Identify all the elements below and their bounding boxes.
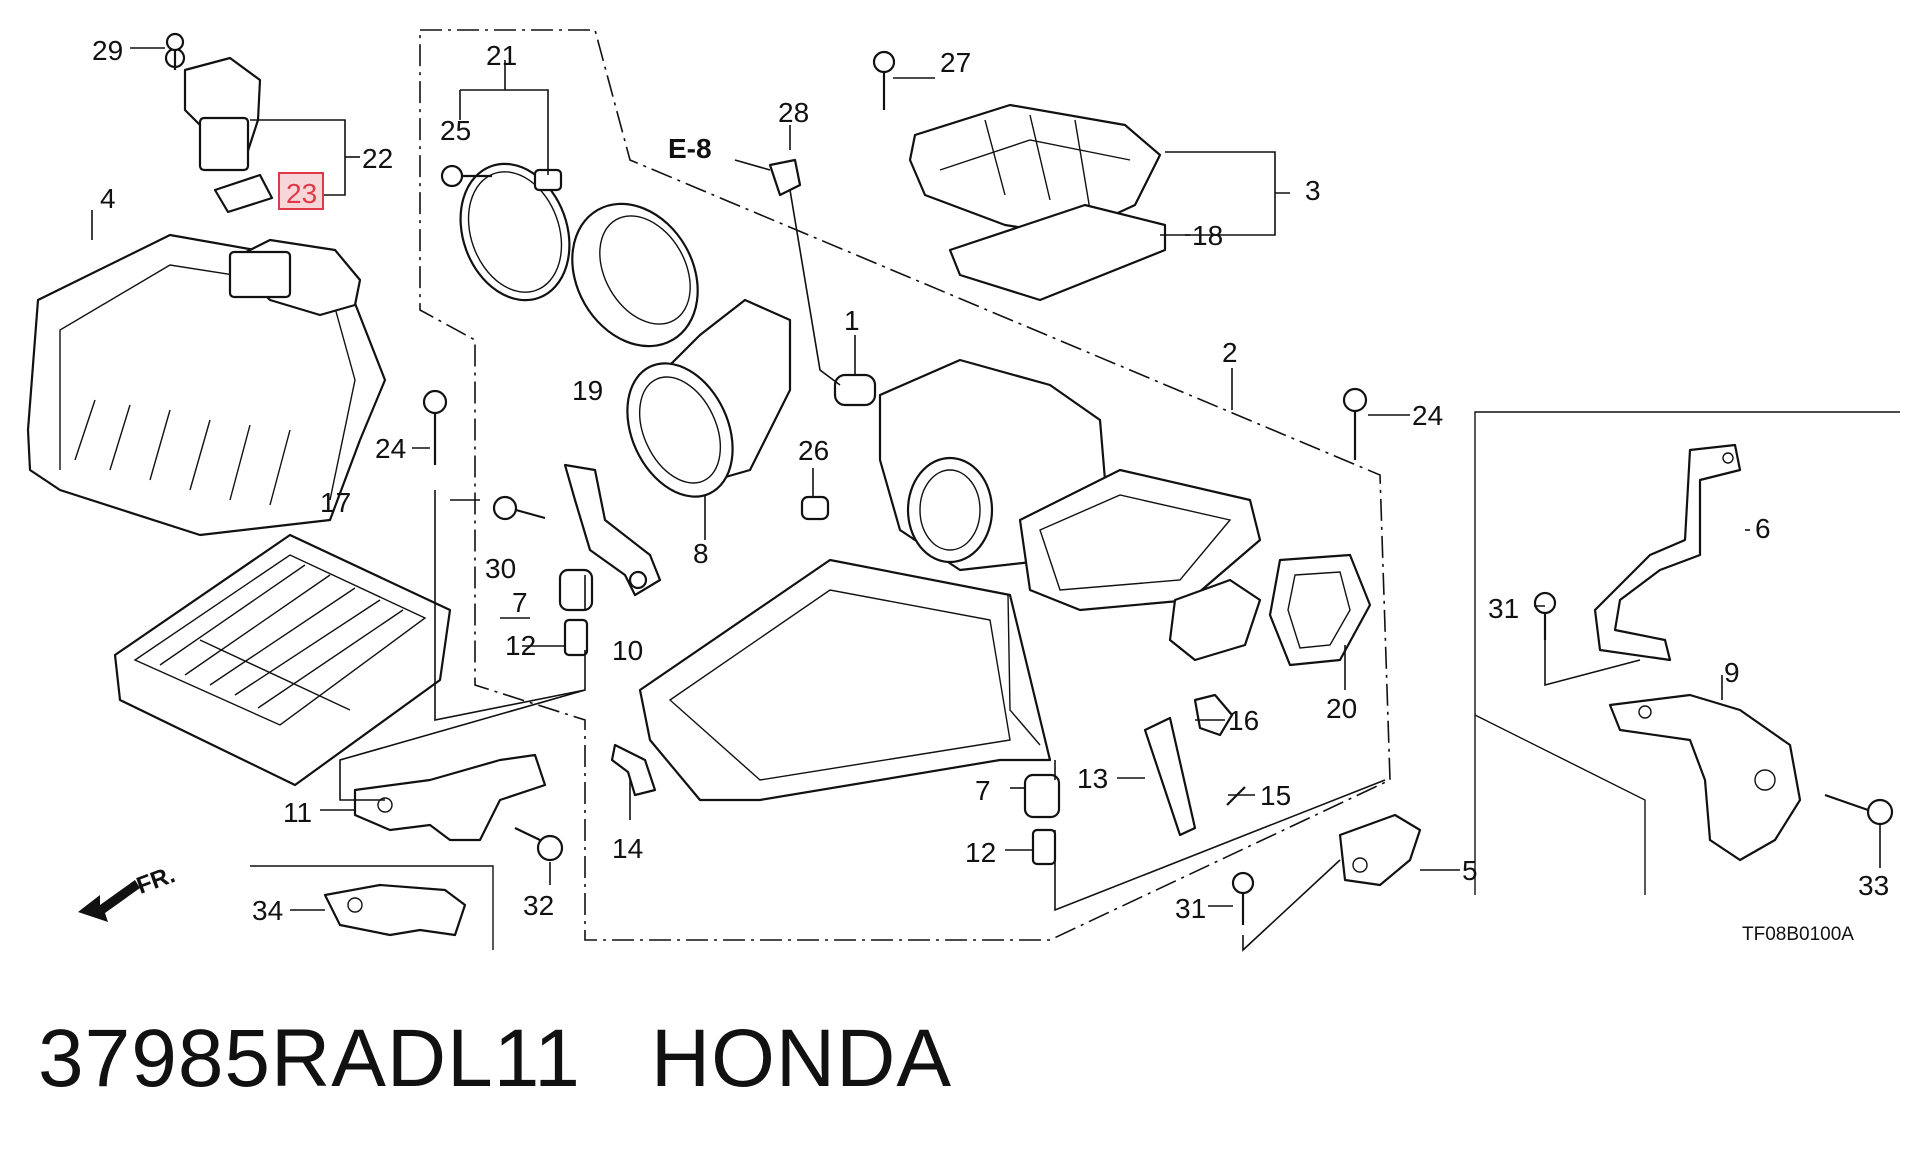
front-marker-label: FR.: [133, 861, 179, 900]
part-7-lower-grommet: [1023, 773, 1061, 819]
callout-18: 18: [1192, 220, 1223, 251]
callout-30: 30: [485, 553, 516, 584]
highlight-23-box: [278, 172, 324, 210]
bolt-32: [514, 827, 564, 862]
part-12-upper-collar: [563, 618, 589, 657]
part-20-duct-seal: [1268, 553, 1372, 667]
callout-22: 22: [362, 143, 393, 174]
callout-29: 29: [92, 35, 123, 66]
part-21-clamp: [459, 162, 571, 302]
callout-12-lower: 12: [965, 837, 996, 868]
callout-28: 28: [778, 97, 809, 128]
callout-31-right: 31: [1488, 593, 1519, 624]
part-1-grommet: [833, 373, 877, 407]
callout-15: 15: [1260, 780, 1291, 811]
callout-labels: 29 22 23 4 21 25 E-8 28 27 3 18 19 1 2 2…: [92, 35, 1889, 945]
callout-34: 34: [252, 895, 283, 926]
callout-27: 27: [940, 47, 971, 78]
group-outline-main: [419, 29, 1391, 941]
front-arrow-icon: [78, 880, 140, 922]
callout-25: 25: [440, 115, 471, 146]
callout-9: 9: [1724, 657, 1740, 688]
part-13-strap: [1143, 716, 1197, 837]
part-11-bracket: [353, 753, 547, 842]
diagram-code: TF08B0100A: [1742, 924, 1854, 945]
callout-31-bottom: 31: [1175, 893, 1206, 924]
bolt-27: [872, 50, 896, 110]
callout-24-right: 24: [1412, 400, 1443, 431]
callout-26: 26: [798, 435, 829, 466]
callout-6: 6: [1755, 513, 1771, 544]
part-14-clip: [610, 743, 657, 797]
part-26-grommet: [800, 495, 830, 521]
part-12-lower-collar: [1031, 828, 1057, 866]
bolt-31-right: [1533, 591, 1557, 640]
front-arrow: FR.: [78, 861, 179, 922]
brand-name: HONDA: [650, 1013, 953, 1104]
part-34-bracket: [323, 883, 467, 937]
part-4-housing-cover: [26, 233, 387, 537]
bolt-33: [1824, 793, 1894, 826]
part-15-pin: [1226, 786, 1246, 806]
callout-5: 5: [1462, 855, 1478, 886]
part-6-stay: [1593, 443, 1742, 662]
callout-24-left: 24: [375, 433, 406, 464]
part-16-clip: [1193, 693, 1234, 737]
callout-1: 1: [844, 305, 860, 336]
part-7-upper-grommet: [558, 568, 594, 612]
callout-4: 4: [100, 183, 116, 214]
part-5-bracket: [1338, 813, 1422, 887]
callout-10: 10: [612, 635, 643, 666]
callout-23: 23: [286, 178, 317, 209]
callout-reference-e8: E-8: [668, 133, 712, 164]
bolt-25: [440, 164, 492, 188]
bolt-24-right: [1342, 387, 1368, 460]
part-3-resonator-cover: [908, 103, 1167, 302]
callout-12-upper: 12: [505, 630, 536, 661]
callout-16: 16: [1228, 705, 1259, 736]
part-number: 37985RADL11: [38, 1013, 581, 1104]
bolt-24-left: [422, 389, 448, 465]
callout-8: 8: [693, 538, 709, 569]
bolt-30: [492, 495, 546, 521]
callout-14: 14: [612, 833, 643, 864]
callout-7-lower: 7: [975, 775, 991, 806]
callout-32: 32: [523, 890, 554, 921]
callout-21: 21: [486, 40, 517, 71]
leader-lines: [91, 47, 1881, 952]
bolt-29: [165, 32, 185, 70]
part-10-bracket: [563, 463, 662, 597]
part-8-intake-duct: [626, 298, 792, 498]
part-2-housing-case: [638, 358, 1262, 802]
part-22-sensor: [164, 47, 274, 214]
callout-7-upper: 7: [512, 587, 528, 618]
callout-33: 33: [1858, 870, 1889, 901]
group-outline-right-angle: [1474, 714, 1646, 895]
bolt-31-bottom: [1231, 871, 1255, 925]
part-19-duct-seal: [571, 202, 699, 348]
part-9-bracket: [1608, 693, 1802, 862]
callout-2: 2: [1222, 337, 1238, 368]
part-caption: 37985RADL11 HONDA: [38, 1012, 1022, 1106]
group-outline-bottom-left: [250, 865, 494, 950]
part-28-clip: [768, 158, 802, 197]
callout-19: 19: [572, 375, 603, 406]
part-17-air-filter: [113, 533, 452, 787]
callout-17: 17: [320, 487, 351, 518]
callout-20: 20: [1326, 693, 1357, 724]
callout-3: 3: [1305, 175, 1321, 206]
callout-13: 13: [1077, 763, 1108, 794]
group-outline-right: [1474, 411, 1900, 895]
callout-11: 11: [283, 797, 312, 828]
